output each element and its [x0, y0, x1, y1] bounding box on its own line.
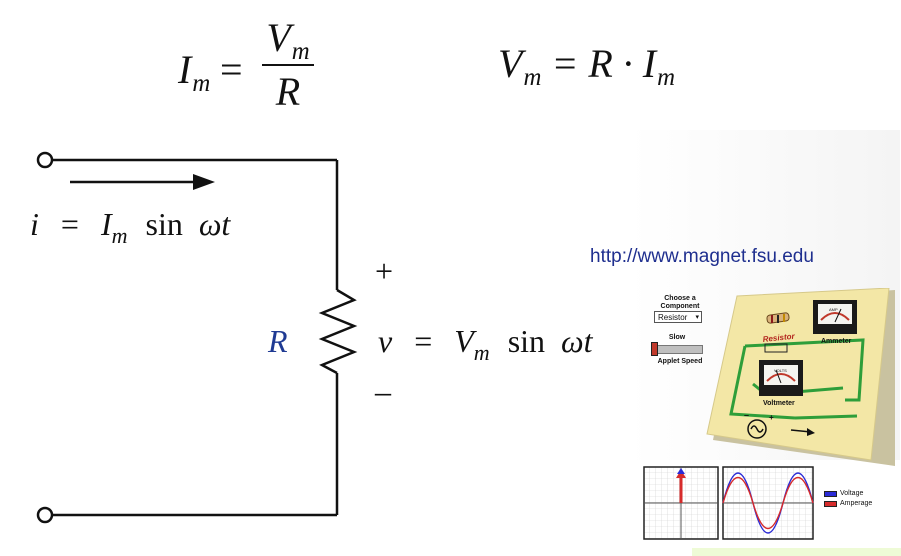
legend-amperage: Amperage: [824, 500, 872, 507]
equals-sign: =: [220, 47, 243, 92]
voltage-equation: v = Vm sin ωt: [378, 323, 594, 367]
fraction: Vm R: [262, 14, 314, 115]
waveform-legend: Voltage Amperage: [824, 490, 872, 510]
vm-rhs: = R · Im: [551, 41, 676, 91]
resistor-symbol: [764, 343, 788, 353]
ammeter-label: Ammeter: [821, 338, 852, 345]
resistor-tag: Resistor: [762, 332, 796, 344]
choose-component-label: Choose a Component: [660, 295, 700, 310]
equation-vm: Vm = R · Im: [498, 41, 676, 91]
equation-im: Im = Vm R: [170, 14, 330, 124]
resistor-zigzag: [318, 288, 358, 375]
fraction-numerator: Vm: [266, 15, 310, 65]
voltage-wave: [722, 472, 814, 534]
fraction-bar: [262, 64, 314, 66]
im-symbol: Im: [178, 47, 211, 97]
circuit-diagram: i = Im sin ωt R + – v = Vm sin ωt: [30, 151, 594, 524]
terminal-bottom: [36, 506, 54, 524]
current-equation: i = Im sin ωt: [30, 206, 231, 250]
component-select[interactable]: Resistor▾: [654, 311, 702, 323]
corner-highlight: [692, 548, 901, 556]
slow-label: Slow: [668, 334, 686, 341]
applet-circuit-board: Resistor AMP Ammeter VOLTS Voltmeter – +: [706, 288, 895, 466]
speed-slider-handle[interactable]: [651, 342, 658, 356]
legend-voltage: Voltage: [824, 490, 872, 497]
current-arrow-head: [193, 174, 215, 190]
svg-text:AMP: AMP: [829, 307, 838, 312]
amperage-wave: [722, 477, 814, 529]
chevron-down-icon: ▾: [695, 314, 699, 321]
svg-text:+: +: [769, 413, 774, 422]
sine-wave-graph: [722, 466, 814, 540]
waveform-graphs: [643, 466, 814, 540]
minus-sign: –: [374, 373, 392, 409]
terminal-top: [36, 151, 54, 169]
source-url[interactable]: http://www.magnet.fsu.edu: [590, 246, 814, 267]
svg-text:–: –: [744, 410, 749, 420]
applet-speed-label: Applet Speed: [657, 358, 703, 365]
phasor-graph: [643, 466, 719, 540]
plus-sign: +: [375, 253, 393, 289]
fraction-denominator: R: [275, 69, 301, 114]
voltmeter-label: Voltmeter: [763, 400, 795, 407]
resistor-label: R: [267, 323, 288, 359]
ac-source-icon: – +: [744, 410, 815, 439]
resistor-component: [766, 312, 790, 324]
ammeter: AMP Ammeter: [813, 300, 857, 345]
svg-text:VOLTS: VOLTS: [774, 368, 787, 373]
voltmeter: VOLTS Voltmeter: [759, 360, 803, 407]
